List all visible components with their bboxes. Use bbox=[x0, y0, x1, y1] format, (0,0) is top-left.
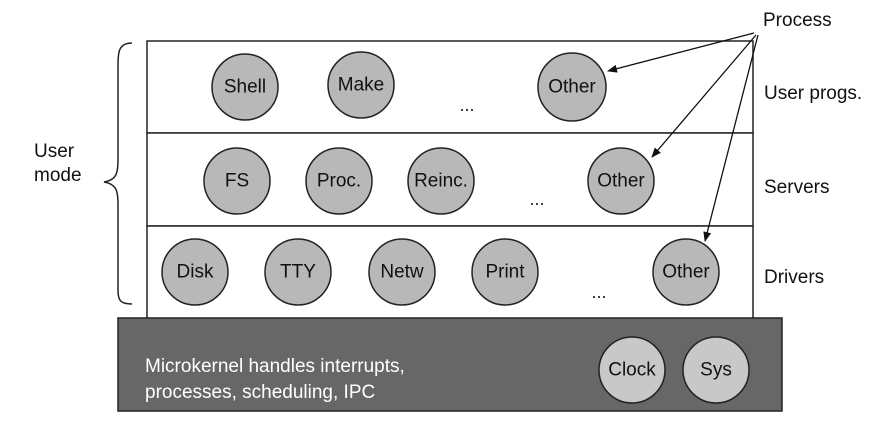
process-label: Process bbox=[763, 10, 832, 31]
process-proc-label: Proc. bbox=[317, 171, 361, 192]
process-reinc: Reinc. bbox=[407, 147, 475, 215]
process-print-label: Print bbox=[485, 262, 525, 283]
process-fs: FS bbox=[203, 147, 271, 215]
user-mode-brace bbox=[103, 42, 133, 305]
process-shell-label: Shell bbox=[224, 77, 266, 98]
servers-ellipsis: ... bbox=[529, 189, 544, 209]
process-clock: Clock bbox=[598, 336, 666, 404]
drivers-label: Drivers bbox=[764, 267, 824, 288]
process-reinc-label: Reinc. bbox=[414, 171, 468, 192]
process-arrow-driver-other bbox=[703, 34, 759, 242]
process-netw: Netw bbox=[368, 238, 436, 306]
process-sys: Sys bbox=[682, 336, 750, 404]
user-mode-label-line2: mode bbox=[34, 165, 82, 186]
process-sys-label: Sys bbox=[700, 360, 732, 381]
process-tty: TTY bbox=[264, 238, 332, 306]
kernel-description-line2: processes, scheduling, IPC bbox=[145, 382, 375, 403]
process-arrow-server-other bbox=[651, 34, 757, 158]
user-ellipsis: ... bbox=[459, 95, 474, 115]
process-server-other: Other bbox=[587, 147, 655, 215]
servers-label: Servers bbox=[764, 177, 829, 198]
process-arrow-user-other bbox=[607, 32, 755, 73]
process-server-other-label: Other bbox=[597, 171, 645, 192]
user-mode-label-line1: User bbox=[34, 141, 75, 162]
drivers-ellipsis: ... bbox=[591, 282, 606, 302]
process-proc: Proc. bbox=[305, 147, 373, 215]
process-print: Print bbox=[471, 238, 539, 306]
process-disk-label: Disk bbox=[177, 262, 214, 283]
process-user-other: Other bbox=[537, 52, 607, 122]
process-shell: Shell bbox=[211, 53, 279, 121]
kernel-description-line1: Microkernel handles interrupts, bbox=[145, 356, 405, 377]
microkernel-layer bbox=[117, 317, 783, 412]
process-disk: Disk bbox=[161, 238, 229, 306]
process-driver-other-label: Other bbox=[662, 262, 710, 283]
process-netw-label: Netw bbox=[380, 262, 424, 283]
process-user-other-label: Other bbox=[548, 77, 596, 98]
user-progs-label: User progs. bbox=[764, 83, 862, 104]
drivers-layer bbox=[146, 225, 754, 320]
process-make-label: Make bbox=[338, 75, 384, 96]
process-clock-label: Clock bbox=[608, 360, 656, 381]
process-fs-label: FS bbox=[225, 171, 249, 192]
process-driver-other: Other bbox=[652, 238, 720, 306]
process-tty-label: TTY bbox=[280, 262, 316, 283]
process-make: Make bbox=[327, 51, 395, 119]
